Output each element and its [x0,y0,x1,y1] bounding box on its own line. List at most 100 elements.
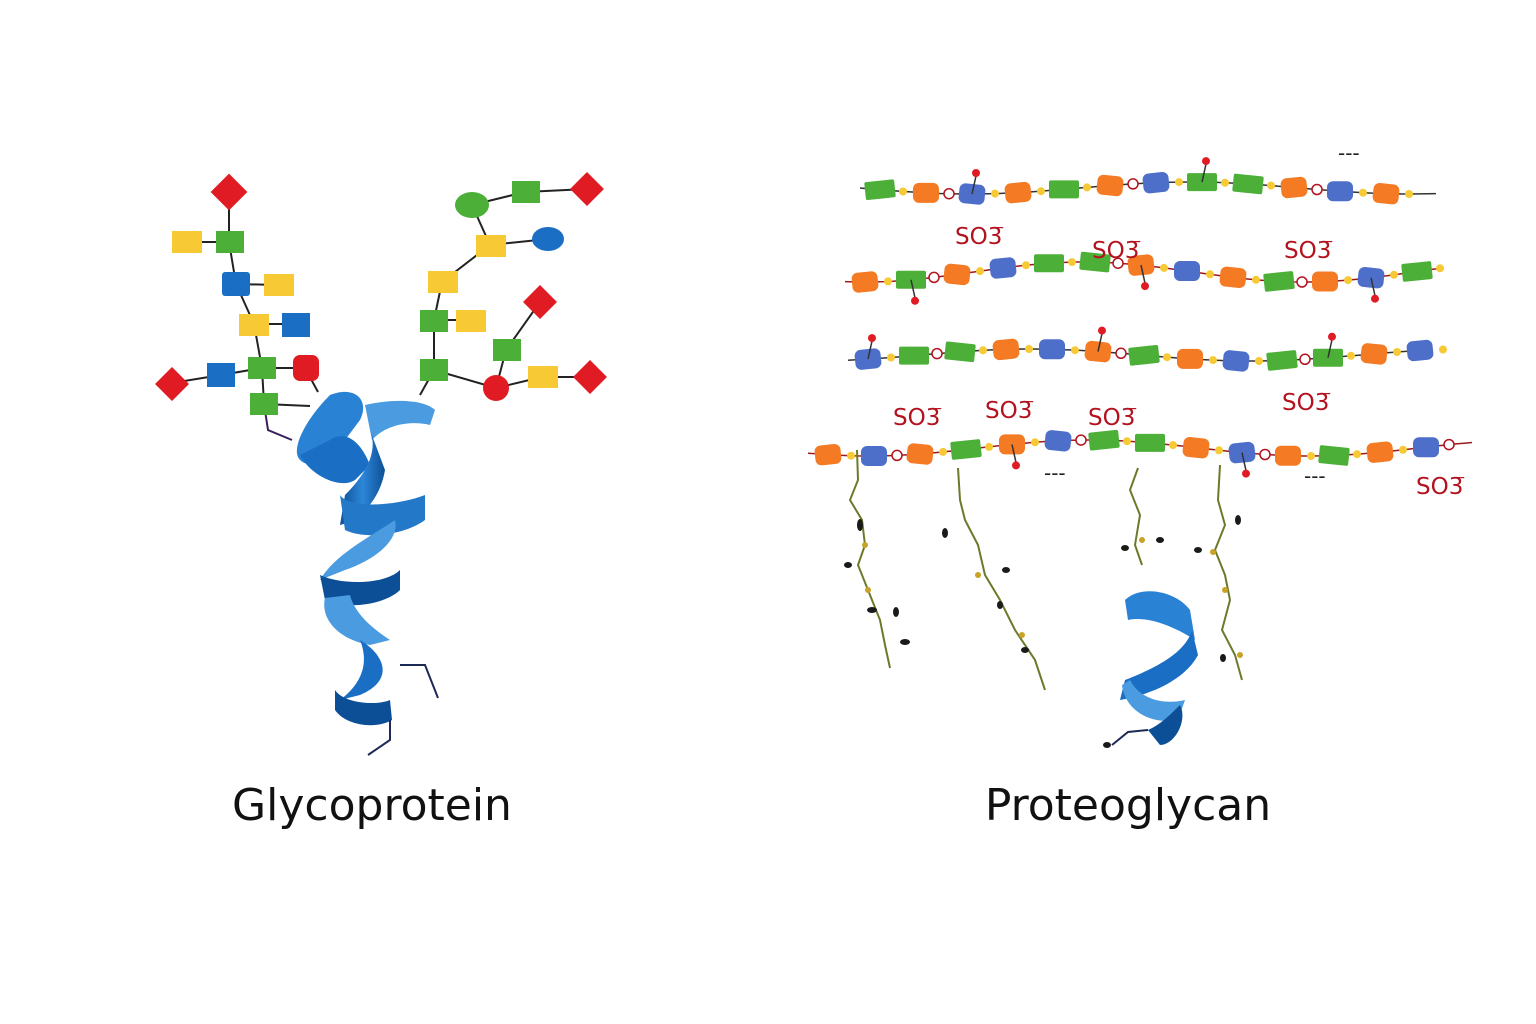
green-residue-icon [950,439,982,460]
linker-dot-icon [887,353,895,362]
yellow-square-icon [528,366,558,388]
linker-dot-icon [943,187,955,200]
linker-dot-icon [847,451,855,460]
green-residue-icon [944,341,976,363]
pendant-bond [1097,333,1103,352]
pendant-bond [1201,163,1207,183]
orange-residue-icon [1280,176,1308,199]
pendant-red-dot-icon [1012,461,1020,470]
periwinkle-residue-icon [1174,261,1200,281]
gag-chain-icon [807,157,1473,478]
sulfate-labels: SO3− SO3− SO3− SO3− SO3− SO3− SO3− SO3− [893,220,1466,500]
blue-square-icon [207,363,235,387]
proteoglycan-label: Proteoglycan [985,780,1271,831]
red-diamond-icon [210,173,248,211]
linker-dot-icon [1344,276,1352,285]
linker-dot-icon [1083,183,1091,192]
orange-residue-icon [1096,174,1124,197]
protein-helix-icon [296,391,439,756]
svg-text:SO3: SO3 [985,398,1032,424]
linker-dot-icon [1296,276,1308,288]
sulfate-label: SO3− [1282,386,1332,416]
linker-dot-icon [1215,446,1223,455]
green-residue-icon [1088,429,1120,451]
green-residue-icon [864,179,896,201]
orange-residue-icon [1004,181,1032,204]
linker-dot-icon [1399,445,1407,454]
yellow-square-icon [264,274,294,296]
yellow-square-icon [476,235,506,257]
svg-text:SO3: SO3 [1416,474,1463,500]
svg-text:SO3: SO3 [955,224,1002,250]
linker-dot-icon [1311,183,1323,196]
red-diamond-icon [573,360,607,394]
svg-text:SO3: SO3 [1282,390,1329,416]
glycoprotein-panel: Glycoprotein [155,172,607,831]
svg-text:−: − [993,220,1005,236]
linker-dot-icon [991,189,999,198]
pendant-red-dot-icon [1141,282,1149,291]
green-oval-icon [455,192,489,218]
yellow-square-icon [239,314,269,336]
linker-dot-icon [891,449,903,462]
svg-text:−: − [1023,394,1035,410]
red-diamond-icon [523,285,557,319]
green-square-icon [250,393,278,415]
pendant-bond [910,279,916,298]
green-square-icon [493,339,521,361]
stem-leaves [844,515,1241,748]
green-residue-icon [1034,254,1064,273]
linker-dot-icon [1160,263,1168,272]
linker-dot-icon [1025,345,1033,353]
glycoprotein-label: Glycoprotein [232,780,512,831]
pendant-red-dot-icon [972,169,980,177]
linker-dot-icon [1115,347,1127,360]
linker-dot-icon [1209,356,1217,365]
linker-dot-icon [899,187,907,196]
linker-dot-icon [1255,357,1263,365]
green-square-icon [420,359,448,381]
orange-residue-icon [1372,182,1400,205]
ellipsis-mark: --- [1338,141,1360,165]
yellow-square-icon [172,231,202,253]
periwinkle-residue-icon [1142,171,1170,194]
svg-text:SO3: SO3 [1092,238,1139,264]
orange-residue-icon [943,263,971,286]
linker-dot-icon [1127,178,1139,190]
green-residue-icon [1079,251,1111,273]
orange-residue-icon [992,338,1020,361]
green-square-icon [216,231,244,253]
linker-dot-icon [1439,345,1447,354]
linker-dot-icon [976,267,984,276]
orange-residue-icon [906,443,934,465]
green-residue-icon [1128,344,1160,366]
linker-dot-icon [1022,261,1030,270]
linker-dot-icon [1175,178,1183,187]
sulfate-label: SO3− [1092,234,1142,264]
orange-residue-icon [1177,348,1203,369]
periwinkle-residue-icon [989,257,1017,279]
linker-dot-icon [1075,434,1087,446]
orange-residue-icon [1366,441,1394,463]
linker-dot-icon [1347,351,1355,360]
green-residue-icon [1263,271,1295,292]
linker-dot-icon [1252,275,1260,284]
periwinkle-residue-icon [1413,437,1439,458]
orange-residue-icon [1360,343,1388,365]
linker-dot-icon [1221,178,1229,187]
linker-dot-icon [1307,452,1315,460]
linker-dot-icon [1393,348,1401,356]
pendant-red-dot-icon [1328,332,1336,341]
linker-dot-icon [1436,264,1444,273]
linker-dot-icon [1071,346,1079,355]
periwinkle-residue-icon [1039,339,1065,360]
pendant-bond [1241,452,1247,471]
green-residue-icon [1049,180,1079,199]
svg-text:−: − [931,401,943,417]
yellow-square-icon [428,271,458,293]
glycan-tree-right [420,172,607,401]
pendant-red-dot-icon [911,296,919,305]
linker-dot-icon [1405,190,1413,198]
orange-residue-icon [913,182,939,203]
